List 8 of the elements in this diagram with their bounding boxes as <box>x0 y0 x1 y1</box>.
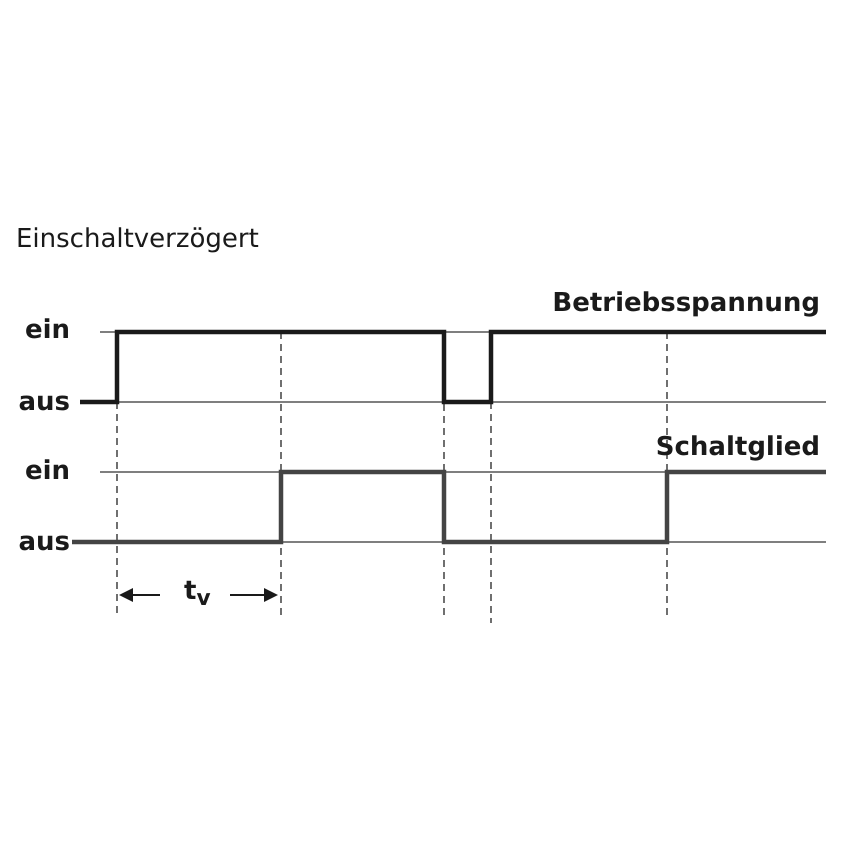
signal-label: Betriebsspannung <box>552 290 820 316</box>
level-label: aus <box>18 529 70 555</box>
level-label: ein <box>24 317 70 343</box>
time-label: t$_{v}$ <box>184 578 211 610</box>
signal-label: Schaltglied <box>656 434 820 460</box>
level-label: aus <box>18 389 70 415</box>
level-label: ein <box>24 458 70 484</box>
diagram-title: Einschaltverzögert <box>16 226 259 252</box>
